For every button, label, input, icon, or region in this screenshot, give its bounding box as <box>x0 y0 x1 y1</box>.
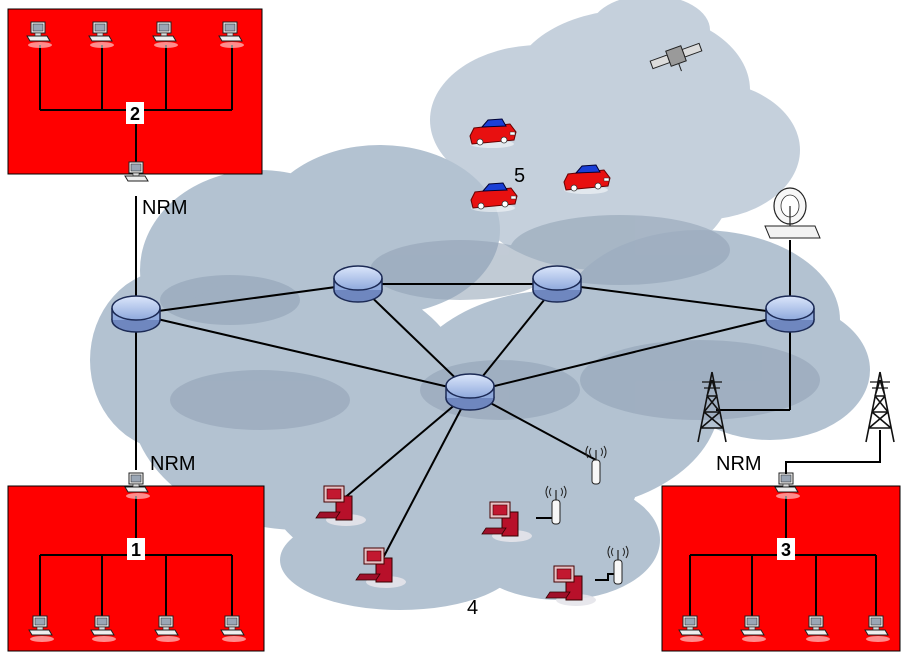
network-number-1: 1 <box>131 540 141 560</box>
lan-box-1: 1 <box>7 472 265 652</box>
lan-box-3: 3 <box>661 472 901 652</box>
satellite-dish-icon <box>764 187 821 239</box>
zone-label-4: 4 <box>467 597 478 619</box>
network-number-2: 2 <box>130 104 140 124</box>
nrm-label-left: NRM <box>150 453 196 475</box>
zone-label-5: 5 <box>514 165 525 187</box>
router-icon <box>532 265 582 303</box>
satellite-icon <box>649 42 703 72</box>
nrm-label-right: NRM <box>716 453 762 475</box>
lan-box-2: 2 <box>7 8 263 189</box>
router-icon <box>333 265 383 303</box>
router-icon <box>445 373 495 411</box>
router-icon <box>765 295 815 333</box>
router-icon <box>111 295 161 333</box>
nrm-label-top: NRM <box>142 197 188 219</box>
network-number-3: 3 <box>781 540 791 560</box>
